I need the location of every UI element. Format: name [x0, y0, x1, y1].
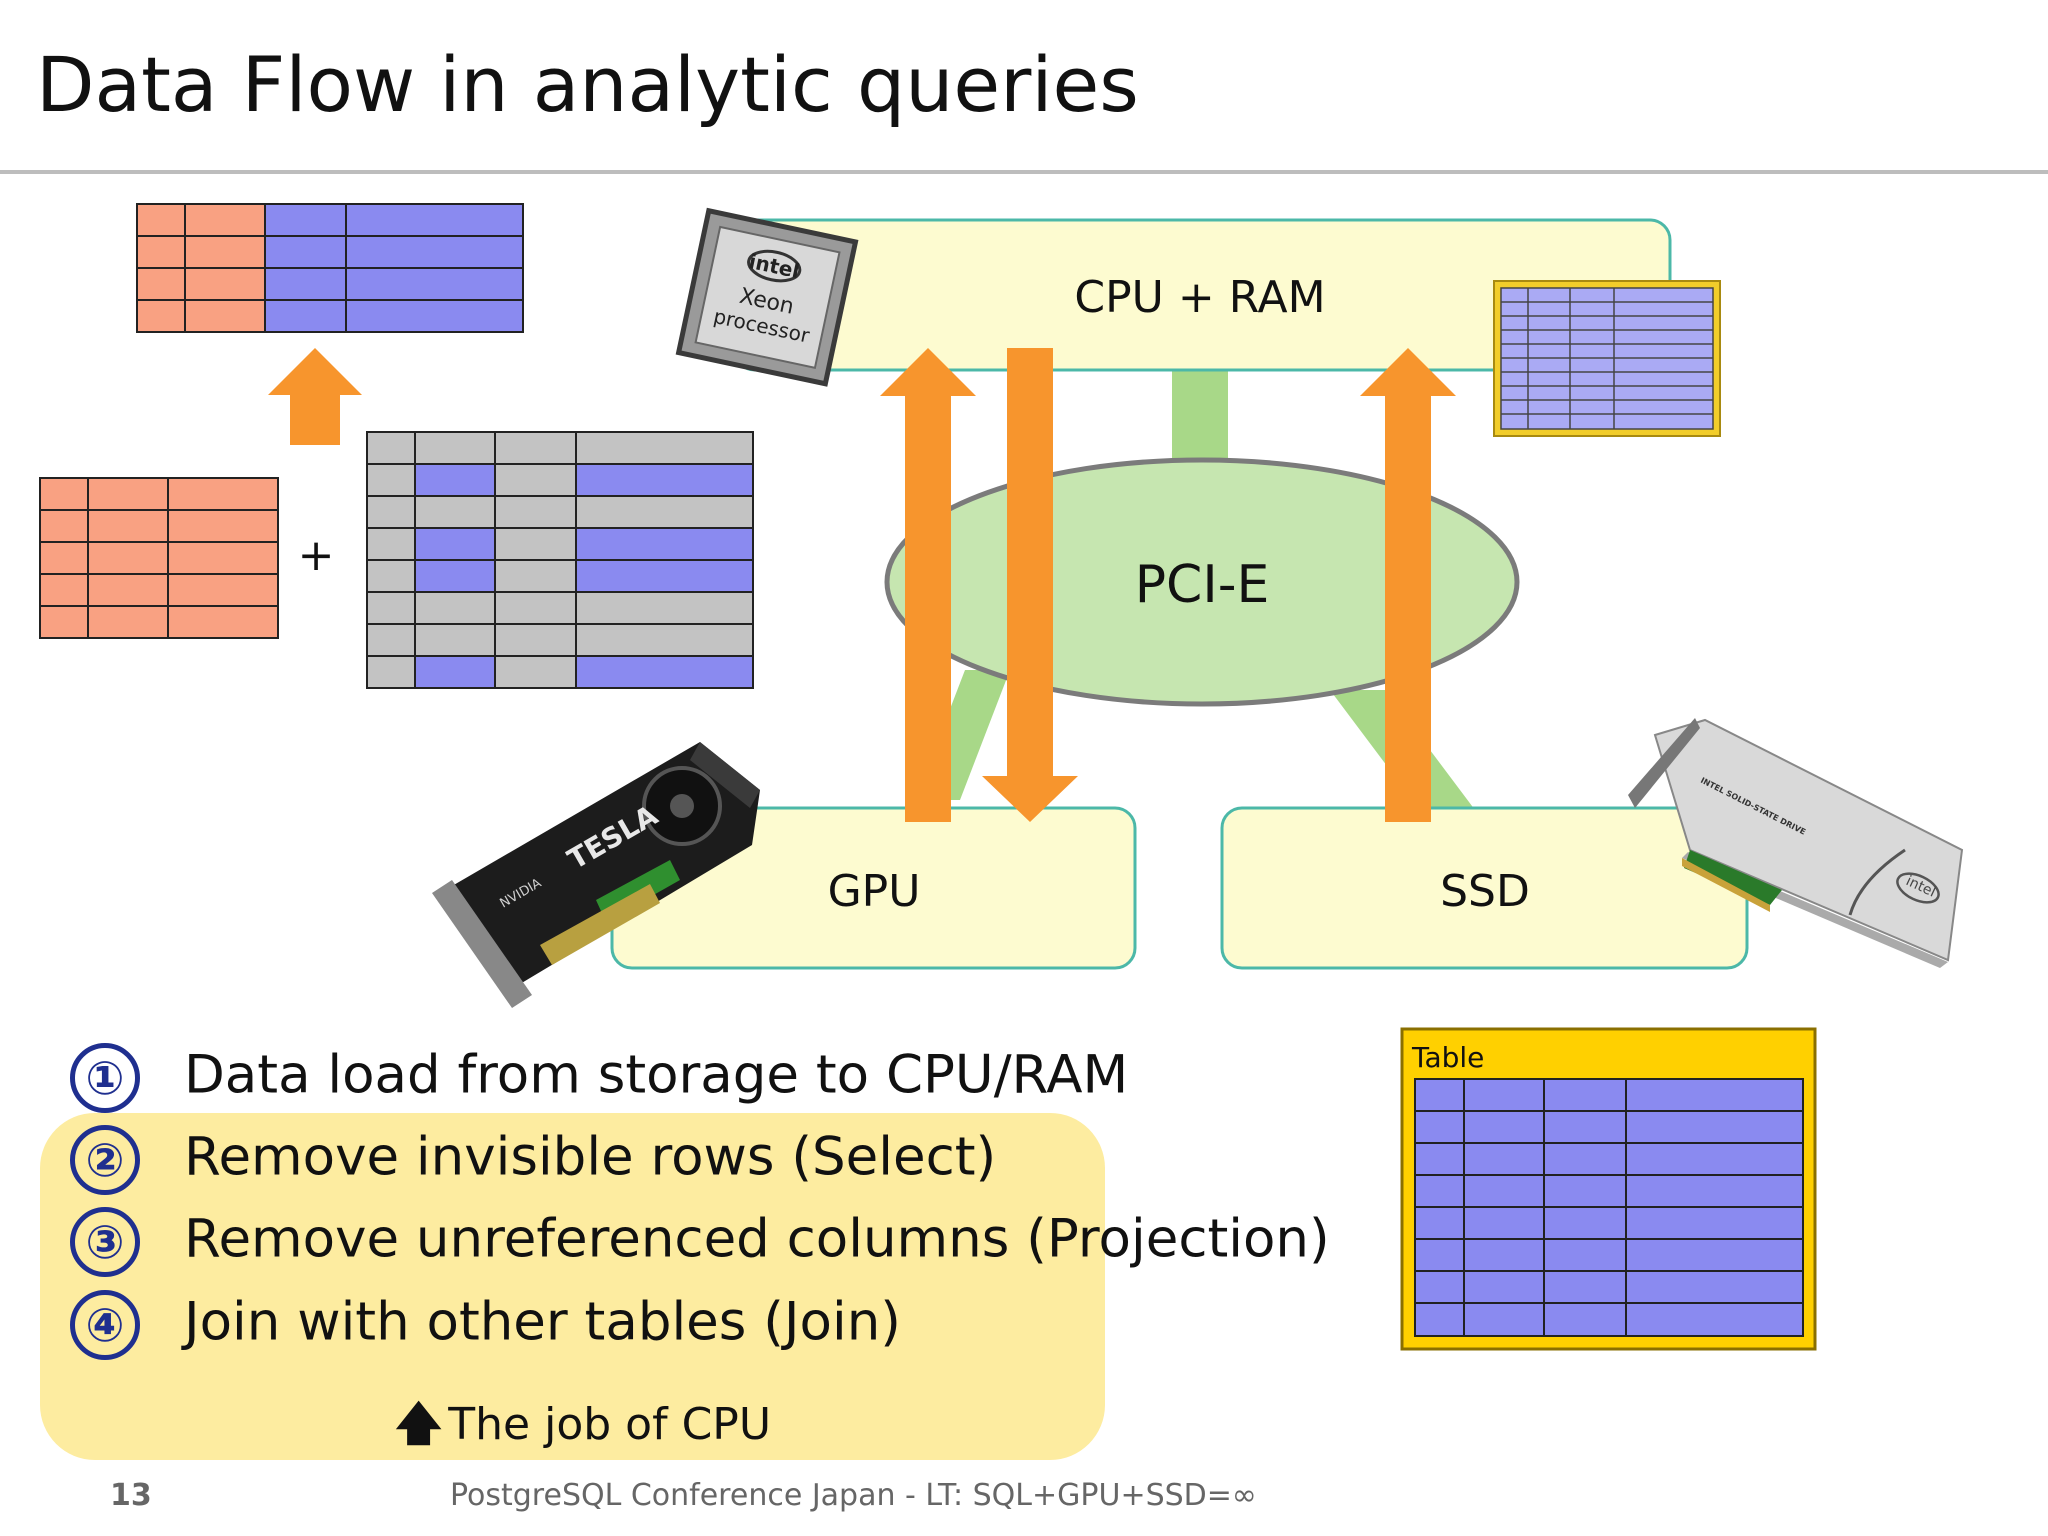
cpu-job-note: 🡅The job of CPU: [395, 1390, 771, 1468]
step-1-number-icon: ①: [70, 1043, 140, 1113]
join-input-table-large: [366, 431, 754, 689]
storage-table-label: Table: [1411, 1041, 1484, 1074]
step-3: ③ Remove unreferenced columns (Projection…: [70, 1207, 1330, 1277]
tesla-gpu-image: TESLA NVIDIA: [432, 742, 760, 1008]
pcie-label: PCI-E: [1135, 555, 1270, 615]
cpu-ram-label: CPU + RAM: [1074, 272, 1325, 323]
storage-table: [1400, 1027, 1817, 1351]
step-3-number-icon: ③: [70, 1207, 140, 1277]
up-arrow-icon: 🡅: [395, 1396, 443, 1450]
step-1: ① Data load from storage to CPU/RAM: [70, 1043, 1128, 1113]
step-1-text: Data load from storage to CPU/RAM: [184, 1044, 1129, 1106]
result-table: [136, 203, 524, 333]
cpu-job-note-text: The job of CPU: [448, 1399, 772, 1450]
xeon-cpu-image: intel Xeon processor: [675, 207, 859, 387]
result-up-arrow: [268, 348, 362, 445]
step-2-text: Remove invisible rows (Select): [184, 1126, 997, 1188]
ram-table: [1493, 280, 1721, 437]
ssd-to-cpu-arrow: [1360, 348, 1456, 822]
step-4: ④ Join with other tables (Join): [70, 1290, 901, 1360]
ssd-label: SSD: [1440, 866, 1530, 917]
plus-sign: +: [298, 530, 335, 581]
join-input-table-small: [39, 477, 279, 639]
step-4-text: Join with other tables (Join): [184, 1291, 901, 1353]
step-4-number-icon: ④: [70, 1290, 140, 1360]
gpu-label: GPU: [828, 866, 921, 917]
intel-ssd-image: intel INTEL SOLID-STATE DRIVE: [1628, 718, 1964, 968]
page-number: 13: [110, 1478, 152, 1513]
gpu-to-cpu-arrow: [880, 348, 976, 822]
cpu-jobs-highlight: [40, 1113, 1105, 1460]
title-divider: [0, 170, 2048, 174]
cpu-pcie-connector: [1172, 365, 1228, 470]
step-2: ② Remove invisible rows (Select): [70, 1125, 996, 1195]
step-3-text: Remove unreferenced columns (Projection): [184, 1208, 1330, 1270]
slide-footer: PostgreSQL Conference Japan - LT: SQL+GP…: [450, 1478, 1257, 1513]
step-2-number-icon: ②: [70, 1125, 140, 1195]
cpu-to-gpu-arrow: [982, 348, 1078, 822]
slide-title: Data Flow in analytic queries: [36, 40, 1139, 129]
